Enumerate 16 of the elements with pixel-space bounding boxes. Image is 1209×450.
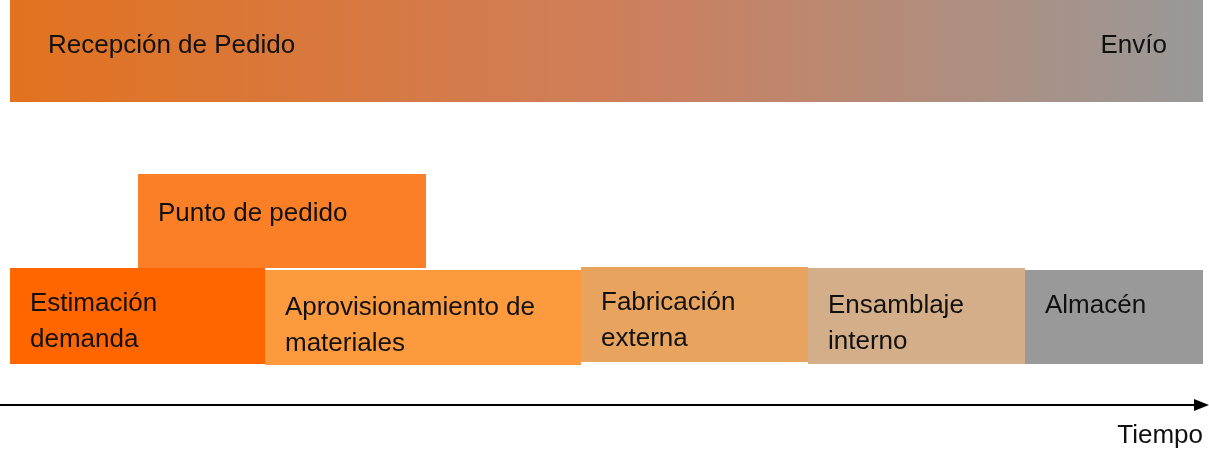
phase-block: [1025, 270, 1203, 364]
phase-block: [265, 270, 581, 365]
axis-label: Tiempo: [1117, 418, 1203, 450]
block-label: Aprovisionamiento de materiales: [285, 290, 537, 359]
block-label: Ensamblaje interno: [828, 288, 965, 357]
phase-block: [808, 268, 1025, 364]
block-label: Punto de pedido: [158, 196, 348, 229]
process-band: [10, 0, 1203, 102]
milestone-block: [138, 174, 426, 268]
block-label: Envío: [1100, 28, 1167, 61]
phase-block: [581, 267, 808, 362]
phase-block: [10, 268, 265, 364]
block-label: Recepción de Pedido: [48, 28, 296, 61]
block-label: Almacén: [1045, 288, 1147, 321]
block-label: Fabricación externa: [601, 285, 737, 354]
block-label: Estimación demanda: [30, 286, 159, 355]
